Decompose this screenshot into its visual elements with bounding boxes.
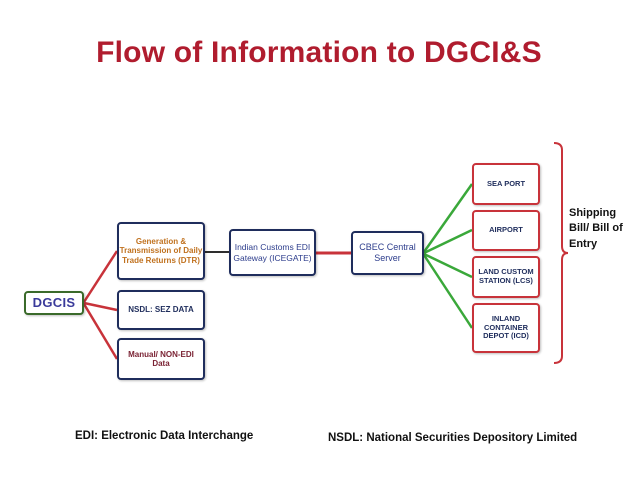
connector-dgcis-generation — [82, 250, 119, 303]
land-custom-station-node: LAND CUSTOM STATION (LCS) — [472, 256, 540, 298]
connector-dgcis-nsdl — [83, 301, 118, 312]
footnote-edi: EDI: Electronic Data Interchange — [75, 430, 254, 442]
generation-dtr-node: Generation & Transmission of Daily Trade… — [117, 222, 205, 280]
airport-node: AIRPORT — [472, 210, 540, 251]
connector-cbec-air — [423, 228, 473, 255]
sea-port-node: SEA PORT — [472, 163, 540, 205]
footnote-nsdl: NSDL: National Securities Depository Lim… — [328, 432, 578, 444]
dgcis-node: DGCIS — [24, 291, 84, 315]
manual-non-edi-node: Manual/ NON-EDI Data — [117, 338, 205, 380]
connector-dgcis-manual — [82, 303, 119, 360]
nsdl-sez-node: NSDL: SEZ DATA — [117, 290, 205, 330]
inland-container-depot-node: INLAND CONTAINER DEPOT (ICD) — [472, 303, 540, 353]
right-brace — [553, 142, 569, 364]
connector-cbec-lcs — [423, 252, 473, 279]
connector-cbec-sea — [422, 183, 474, 253]
shipping-bill-label: Shipping Bill/ Bill of Entry — [569, 207, 623, 250]
slide-title: Flow of Information to DGCI&S — [96, 36, 542, 69]
icegate-node: Indian Customs EDI Gateway (ICEGATE) — [229, 229, 316, 276]
connector-cbec-icd — [422, 254, 474, 329]
cbec-server-node: CBEC Central Server — [351, 231, 424, 275]
